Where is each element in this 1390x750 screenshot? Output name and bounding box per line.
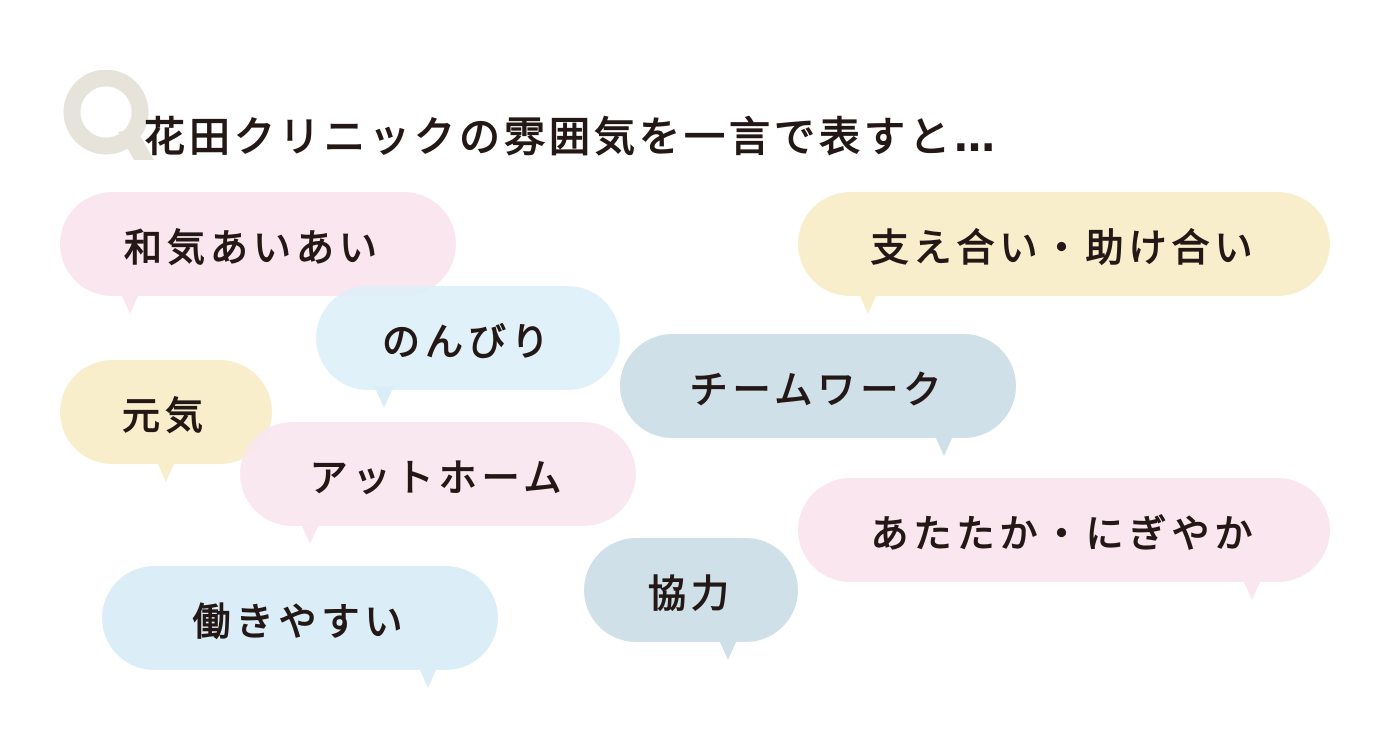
bubble-teamwork: チームワーク	[620, 334, 1016, 456]
bubble-kyoryoku: 協力	[584, 538, 798, 660]
bubble-hatarakiyasui: 働きやすい	[102, 566, 498, 688]
bubble-label: 和気あいあい	[123, 225, 382, 270]
bubble-label: あたたか・にぎやか	[870, 511, 1258, 556]
bubble-genki: 元気	[60, 360, 272, 482]
bubble-atataka: あたたか・にぎやか	[798, 478, 1330, 600]
bubble-sasaeai: 支え合い・助け合い	[798, 192, 1330, 314]
bubble-label: 支え合い・助け合い	[870, 225, 1258, 270]
bubble-label: 協力	[647, 571, 734, 616]
bubble-label: のんびり	[381, 319, 554, 364]
bubble-label: 働きやすい	[192, 599, 408, 644]
bubble-athome: アットホーム	[240, 422, 636, 544]
bubble-wakiaiai: 和気あいあい	[60, 192, 456, 314]
bubble-label: チームワーク	[689, 367, 947, 412]
bubble-label: 元気	[122, 393, 209, 438]
q-mark-icon	[62, 70, 158, 168]
question-title: 花田クリニックの雰囲気を一言で表すと…	[144, 113, 999, 161]
bubble-nonbiri: のんびり	[316, 286, 620, 408]
bubble-label: アットホーム	[309, 455, 567, 500]
